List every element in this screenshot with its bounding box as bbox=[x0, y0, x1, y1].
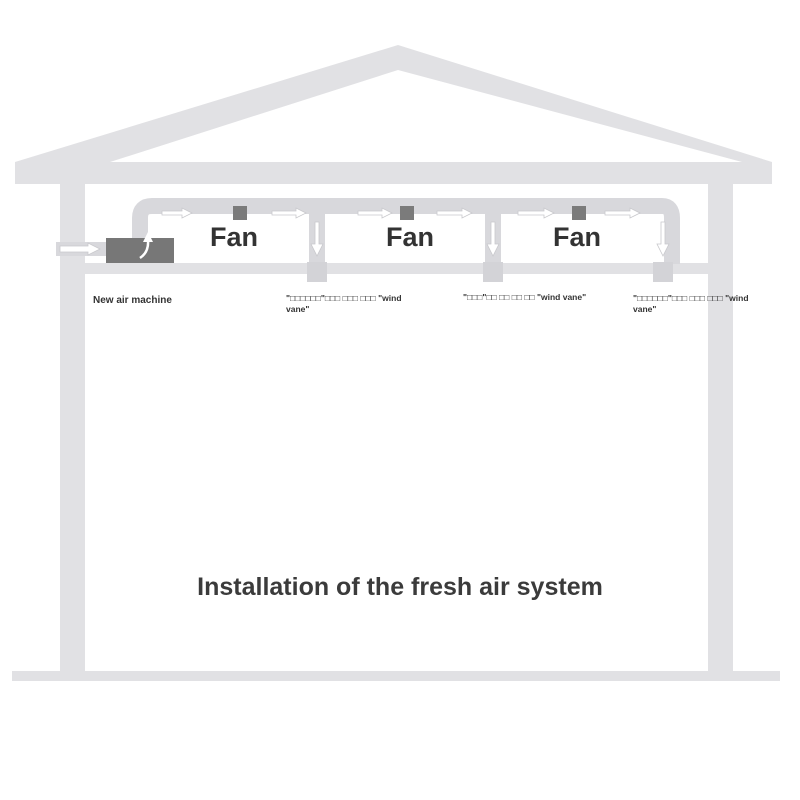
flow-arrow-icon bbox=[271, 207, 307, 219]
diagram-title: Installation of the fresh air system bbox=[197, 573, 603, 601]
wind-vane-label: "□□□"□□ □□ □□ □□ "wind vane" bbox=[463, 292, 587, 302]
flow-arrow-icon bbox=[161, 207, 193, 219]
flow-arrow-icon bbox=[357, 207, 393, 219]
new-air-machine-label: New air machine bbox=[93, 295, 172, 306]
wind-vane-label: "□□□□□□"□□□ □□□ □□□ "wind vane" bbox=[633, 293, 749, 314]
flow-arrow-icon bbox=[517, 207, 555, 219]
damper-icon bbox=[400, 206, 414, 220]
flow-arrow-icon bbox=[59, 242, 101, 256]
ceiling-beam bbox=[15, 162, 772, 184]
upward-curved-arrow-icon bbox=[143, 232, 153, 242]
vent-outlet bbox=[653, 262, 673, 282]
flow-arrow-icon bbox=[604, 207, 641, 219]
wind-vane-label: "□□□□□□"□□□ □□□ □□□ "wind vane" bbox=[286, 293, 402, 314]
downward-arrow-icon bbox=[310, 221, 324, 257]
left-wall bbox=[60, 184, 85, 674]
vent-outlet bbox=[483, 262, 503, 282]
damper-icon bbox=[233, 206, 247, 220]
vent-outlet bbox=[307, 262, 327, 282]
flow-arrow-icon bbox=[436, 207, 473, 219]
downward-arrow-icon bbox=[656, 221, 670, 257]
house-roof bbox=[15, 45, 772, 162]
floor bbox=[12, 671, 780, 681]
right-wall bbox=[708, 184, 733, 674]
damper-icon bbox=[572, 206, 586, 220]
fan-label: Fan bbox=[386, 222, 435, 252]
downward-arrow-icon bbox=[486, 221, 500, 257]
fan-label: Fan bbox=[553, 222, 602, 252]
ceiling-line bbox=[85, 263, 708, 274]
fresh-air-machine bbox=[106, 238, 174, 263]
fan-label: Fan bbox=[210, 222, 259, 252]
